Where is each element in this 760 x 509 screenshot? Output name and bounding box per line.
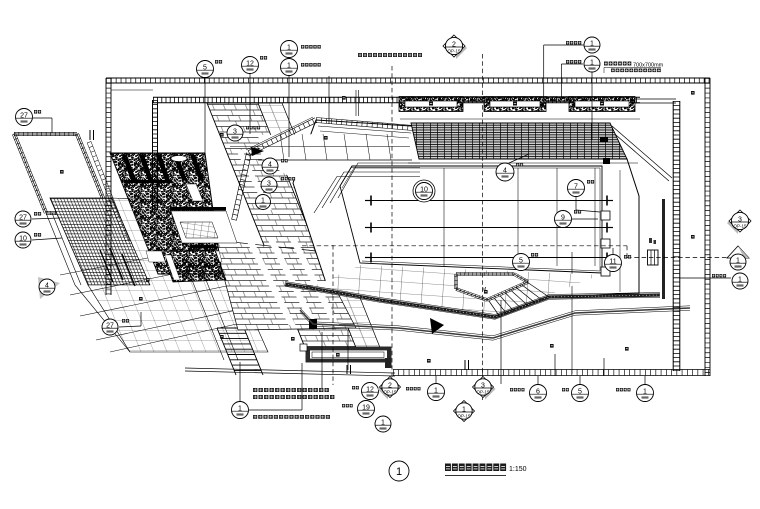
svg-text:1:150: 1:150 (509, 466, 527, 473)
svg-text:1: 1 (381, 420, 385, 427)
svg-text:2: 2 (452, 41, 456, 48)
svg-text:1: 1 (590, 41, 594, 48)
svg-text:9: 9 (561, 215, 565, 222)
svg-text:19: 19 (362, 405, 370, 412)
svg-text:QP-15: QP-15 (733, 223, 747, 228)
svg-text:4: 4 (268, 162, 272, 169)
svg-text:4: 4 (45, 283, 49, 290)
svg-text:27: 27 (106, 323, 114, 330)
svg-text:1: 1 (643, 389, 647, 396)
svg-text:QP-15: QP-15 (457, 413, 471, 418)
svg-text:1: 1 (736, 258, 740, 265)
svg-text:1: 1 (462, 406, 466, 413)
svg-text:QP-15: QP-15 (383, 389, 397, 394)
svg-text:1: 1 (261, 198, 265, 205)
svg-text:12: 12 (246, 61, 254, 68)
svg-text:3: 3 (233, 129, 237, 136)
svg-text:1: 1 (590, 60, 594, 67)
svg-text:QP-15: QP-15 (476, 389, 490, 394)
svg-text:3: 3 (481, 382, 485, 389)
svg-text:6: 6 (536, 389, 540, 396)
svg-text:5: 5 (578, 389, 582, 396)
svg-text:5: 5 (519, 258, 523, 265)
svg-text:27: 27 (20, 113, 28, 120)
svg-text:10: 10 (420, 187, 428, 194)
svg-text:27: 27 (19, 215, 27, 222)
svg-text:1: 1 (287, 45, 291, 52)
svg-text:10: 10 (19, 236, 27, 243)
svg-text:1: 1 (434, 388, 438, 395)
svg-text:1: 1 (738, 277, 742, 284)
svg-text:1: 1 (238, 406, 242, 413)
svg-text:2: 2 (388, 382, 392, 389)
svg-text:QP-15: QP-15 (447, 48, 461, 53)
svg-text:4: 4 (503, 168, 507, 175)
svg-text:12: 12 (366, 387, 374, 394)
svg-text:5: 5 (203, 65, 207, 72)
svg-text:11: 11 (609, 259, 616, 266)
svg-text:700x700mm: 700x700mm (633, 63, 664, 69)
svg-text:1: 1 (396, 466, 402, 478)
svg-text:7: 7 (574, 184, 578, 191)
svg-text:1: 1 (287, 63, 291, 70)
svg-text:3: 3 (267, 181, 271, 188)
svg-text:3: 3 (738, 216, 742, 223)
